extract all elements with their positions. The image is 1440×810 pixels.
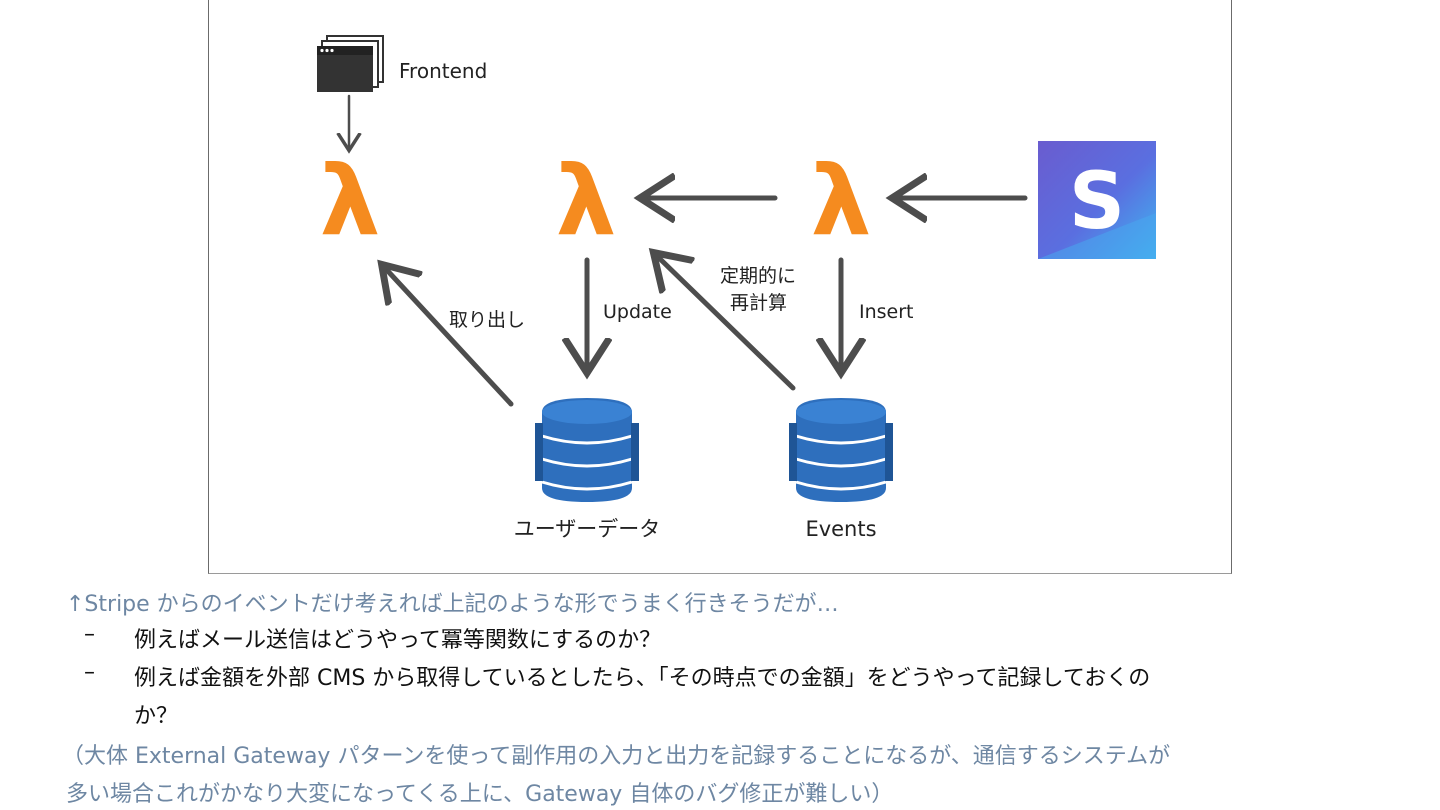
stripe-letter: S bbox=[1069, 157, 1125, 247]
edge-label-update: Update bbox=[603, 301, 672, 323]
footnote-line-1: （大体 External Gateway パターンを使って副作用の入力と出力を記… bbox=[62, 744, 1171, 769]
edge-label-insert: Insert bbox=[859, 301, 914, 323]
footnote-line-2: 多い場合これがかなり大変になってくる上に、Gateway 自体のバグ修正が難しい… bbox=[66, 782, 894, 807]
architecture-diagram: Frontend λ λ λ S 取り出し Update 定期的に 再計算 In… bbox=[208, 0, 1232, 574]
edge-label-retrieve: 取り出し bbox=[449, 309, 525, 331]
list-item-text: 例えばメール送信はどうやって冪等関数にするのか？ bbox=[134, 628, 662, 653]
browser-window-icon bbox=[317, 35, 384, 92]
dynamodb-table-icon-userdata bbox=[535, 398, 639, 502]
frontend-label: Frontend bbox=[399, 59, 487, 83]
arrow-events-to-update bbox=[657, 256, 796, 391]
edge-label-recalc-2: 再計算 bbox=[730, 292, 787, 314]
list-item-text: 例えば金額を外部 CMS から取得しているとしたら、「その時点での金額」をどうや… bbox=[134, 666, 1151, 691]
lambda-icon-read: λ bbox=[320, 145, 381, 257]
diagram-canvas: Frontend λ λ λ S 取り出し Update 定期的に 再計算 In… bbox=[317, 35, 1156, 541]
bullet-dash: – bbox=[84, 660, 95, 685]
dynamodb-table-icon-events bbox=[789, 398, 893, 502]
userdata-label: ユーザーデータ bbox=[514, 517, 661, 541]
edge-label-recalc-1: 定期的に bbox=[720, 265, 796, 287]
arrow-userdata-to-lambda bbox=[385, 268, 514, 407]
bullet-dash: – bbox=[84, 622, 95, 647]
events-label: Events bbox=[805, 517, 876, 541]
diagram-caption: ↑Stripe からのイベントだけ考えれば上記のような形でうまく行きそうだが… bbox=[66, 592, 839, 617]
lambda-icon-update: λ bbox=[556, 145, 617, 257]
stripe-logo-icon: S bbox=[1038, 141, 1156, 259]
list-item-text-continuation: か？ bbox=[134, 704, 179, 729]
lambda-icon-webhook: λ bbox=[811, 145, 872, 257]
